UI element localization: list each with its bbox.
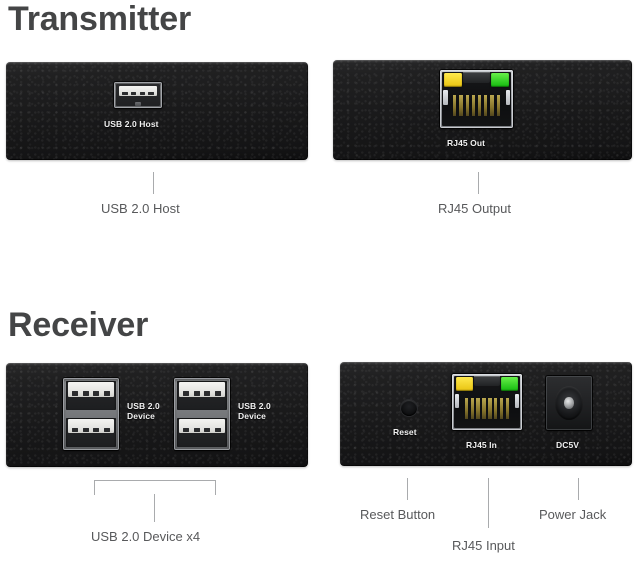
rj45-port-cavity [454, 376, 520, 428]
bracket-usb-device-group [94, 480, 216, 495]
silkscreen-line-2: Device [238, 411, 267, 422]
caption-rj45-output: RJ45 Output [438, 201, 511, 216]
caption-power-jack: Power Jack [539, 507, 607, 522]
rj45-pin-contacts [464, 397, 510, 419]
usb-contact-pad [139, 92, 145, 96]
usb-contact-pad [103, 427, 110, 433]
link-led-yellow [456, 377, 474, 391]
usb-contact-pad [214, 390, 221, 396]
link-led-yellow [444, 73, 462, 88]
usb-contact-tongue [68, 418, 114, 434]
silkscreen-line-1: USB 2.0 [238, 401, 271, 411]
dc-power-jack[interactable] [546, 376, 592, 430]
rj45-port-cavity [442, 72, 511, 126]
usb-contact-pad [193, 390, 200, 396]
usb-contact-pad [183, 427, 190, 433]
usb-contact-tongue [179, 418, 225, 434]
usb-contact-tongue [179, 382, 225, 397]
usb-contact-pad [82, 427, 89, 433]
usb-contact-pad [82, 390, 89, 396]
silkscreen-label-usb-device-right: USB 2.0 Device [238, 401, 284, 421]
usb-contact-pad [93, 390, 100, 396]
activity-led-green [500, 377, 518, 391]
section-title-transmitter: Transmitter [8, 0, 191, 38]
usb-contact-pad [214, 427, 221, 433]
rj45-shoulder-left [455, 393, 460, 409]
usb-contact-pad [193, 427, 200, 433]
rj45-shoulder-right [514, 393, 519, 409]
usb-2-0-device-port[interactable] [66, 417, 116, 447]
usb-contact-pad [93, 427, 100, 433]
leader-line-power-jack [578, 478, 579, 500]
silkscreen-line-1: USB 2.0 [127, 401, 160, 411]
dc-jack-barrel [554, 386, 584, 420]
usb-2-0-device-port[interactable] [66, 381, 116, 411]
caption-usb-2-0-host: USB 2.0 Host [101, 201, 180, 216]
transmitter-rear-panel: RJ45 Out [333, 60, 632, 160]
rj45-latch-slot [474, 376, 500, 387]
usb-contact-pad [72, 427, 79, 433]
dc-jack-center-pin [564, 397, 574, 409]
leader-line-rj45-input [488, 478, 489, 528]
silkscreen-label-usb-host: USB 2.0 Host [104, 119, 159, 129]
usb-contact-tongue [119, 86, 157, 97]
usb-contact-tongue [68, 382, 114, 397]
usb-2-0-device-stack-left[interactable] [63, 378, 119, 450]
rj45-out-port[interactable] [440, 70, 513, 128]
usb-contact-pad [103, 390, 110, 396]
usb-2-0-host-port[interactable] [114, 82, 162, 108]
usb-port-notch [135, 102, 141, 106]
caption-usb-2-0-device-x4: USB 2.0 Device x4 [91, 529, 201, 544]
silkscreen-label-reset: Reset [393, 427, 417, 437]
rj45-in-port[interactable] [452, 374, 522, 430]
usb-contact-pad [131, 92, 137, 96]
rj45-pin-contacts [453, 94, 500, 117]
leader-line-usb-host [153, 172, 154, 194]
usb-port-cavity [116, 84, 160, 106]
usb-2-0-device-port[interactable] [177, 381, 227, 411]
silkscreen-label-rj45-out: RJ45 Out [447, 138, 486, 148]
reset-button[interactable] [401, 400, 417, 416]
usb-contact-pad [204, 390, 211, 396]
silkscreen-line-2: Device [127, 411, 156, 422]
receiver-rear-panel: Reset RJ45 In DC5V [340, 362, 632, 466]
receiver-front-panel: USB 2.0 Device USB 2.0 Device [6, 363, 308, 467]
silkscreen-label-rj45-in: RJ45 In [466, 440, 497, 450]
usb-2-0-device-port[interactable] [177, 417, 227, 447]
leader-line-usb-device-group [154, 494, 155, 522]
rj45-shoulder-right [505, 90, 510, 106]
transmitter-front-panel: USB 2.0 Host [6, 62, 308, 160]
usb-contact-pad [148, 92, 154, 96]
rj45-latch-slot [463, 72, 490, 83]
activity-led-green [491, 73, 509, 88]
leader-line-rj45-output [478, 172, 479, 194]
usb-contact-pad [122, 92, 128, 96]
caption-reset-button: Reset Button [360, 507, 436, 522]
usb-contact-pad [183, 390, 190, 396]
section-title-receiver: Receiver [8, 306, 149, 344]
silkscreen-label-usb-device-left: USB 2.0 Device [127, 401, 173, 421]
leader-line-reset-button [407, 478, 408, 500]
caption-rj45-input: RJ45 Input [452, 538, 515, 553]
rj45-shoulder-left [443, 90, 448, 106]
usb-contact-pad [204, 427, 211, 433]
usb-2-0-device-stack-right[interactable] [174, 378, 230, 450]
silkscreen-label-dc5v: DC5V [556, 440, 580, 450]
usb-contact-pad [72, 390, 79, 396]
